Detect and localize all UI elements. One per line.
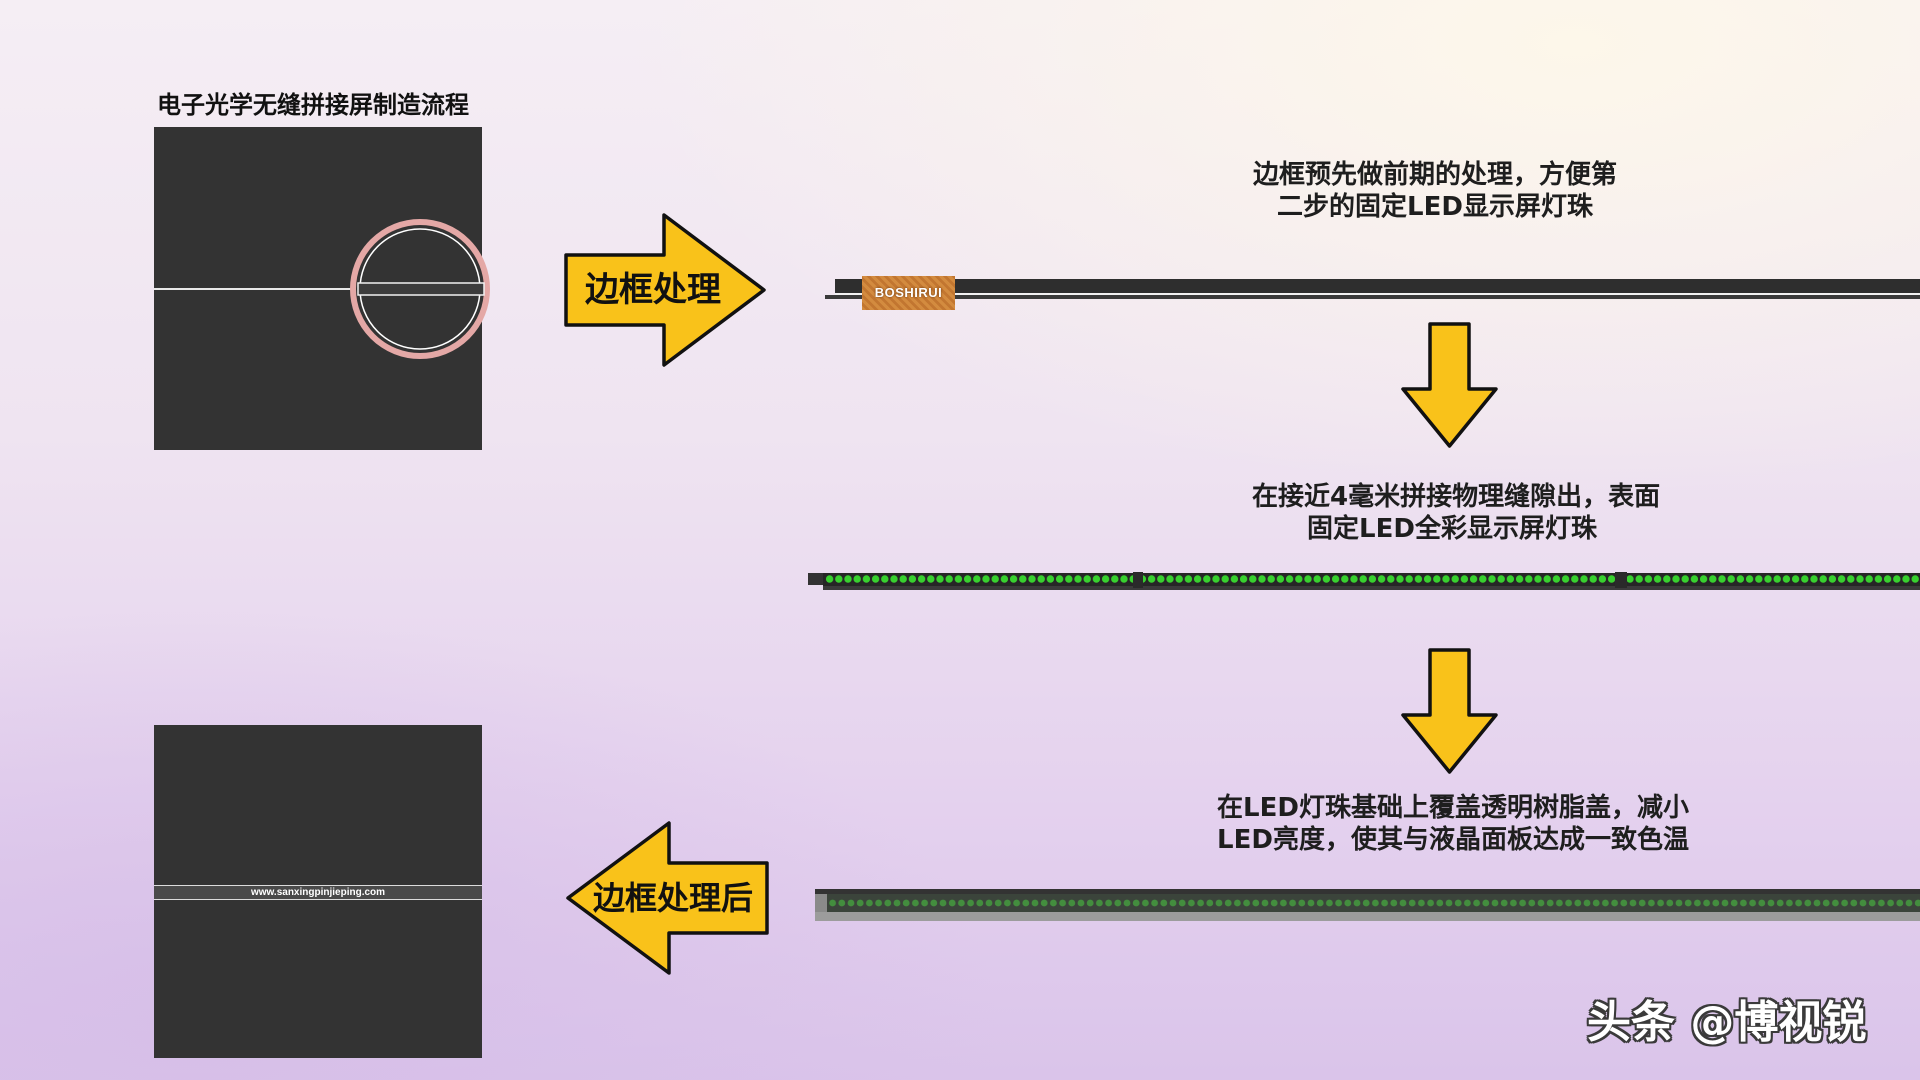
arrow-down-2-icon bbox=[1401, 648, 1498, 774]
led-beads bbox=[825, 572, 1920, 586]
arrow-down-2-shape bbox=[1401, 648, 1498, 774]
step-1-line-2: 二步的固定LED显示屏灯珠 bbox=[1277, 192, 1593, 222]
step-3-line-1: 在LED灯珠基础上覆盖透明树脂盖，减小 bbox=[1217, 793, 1689, 823]
process-arrow-left: 边框处理后 bbox=[565, 820, 771, 976]
covered-strip-top bbox=[815, 889, 1920, 894]
covered-led-beads bbox=[828, 894, 1920, 912]
arrow-right-icon bbox=[564, 213, 766, 367]
step-3-description: 在LED灯珠基础上覆盖透明树脂盖，减小 LED亮度，使其与液晶面板达成一致色温 bbox=[1203, 792, 1703, 856]
seam-panel-before bbox=[154, 127, 490, 450]
led-strip-bottom bbox=[823, 586, 1920, 590]
step-2-line-1: 在接近4毫米拼接物理缝隙出，表面 bbox=[1252, 482, 1661, 512]
resin-covered-strip bbox=[815, 889, 1920, 921]
covered-strip-bottom bbox=[815, 912, 1920, 921]
arrow-down-1-shape bbox=[1401, 322, 1498, 448]
arrow-right-shape bbox=[564, 213, 766, 367]
arrow-left-label: 边框处理后 bbox=[592, 879, 753, 917]
resin-cover bbox=[815, 894, 1920, 912]
arrow-left-icon bbox=[566, 821, 769, 975]
arrow-down-1-icon bbox=[1401, 322, 1498, 448]
led-strip-end-cap bbox=[808, 573, 823, 585]
step-2-line-2: 固定LED全彩显示屏灯珠 bbox=[1307, 514, 1597, 544]
seam-band-text: www.sanxingpinjieping.com bbox=[154, 885, 482, 900]
source-watermark: 头条 @博视锐 bbox=[1587, 997, 1867, 1048]
frame-bar-bottom bbox=[825, 295, 1920, 299]
frame-label-box: BOSHIRUI bbox=[862, 276, 955, 310]
led-strip-joint bbox=[1615, 572, 1627, 588]
seam-panel-after: www.sanxingpinjieping.com bbox=[154, 725, 482, 1058]
arrow-left-shape bbox=[566, 821, 769, 975]
step-3-line-2: LED亮度，使其与液晶面板达成一致色温 bbox=[1217, 825, 1689, 855]
step-1-line-1: 边框预先做前期的处理，方便第 bbox=[1252, 160, 1617, 190]
frame-bar-gap bbox=[835, 293, 1920, 295]
led-bead-strip bbox=[808, 572, 1920, 590]
led-strip-joint bbox=[1133, 572, 1143, 588]
process-arrow-right: 边框处理 bbox=[563, 212, 769, 368]
covered-strip-end-cap bbox=[815, 894, 827, 912]
arrow-right-label: 边框处理 bbox=[585, 270, 721, 310]
frame-bar-top bbox=[835, 279, 1920, 293]
step-2-description: 在接近4毫米拼接物理缝隙出，表面 固定LED全彩显示屏灯珠 bbox=[1252, 481, 1661, 545]
diagram-title: 电子光学无缝拼接屏制造流程 bbox=[157, 91, 469, 119]
step-1-description: 边框预先做前期的处理，方便第 二步的固定LED显示屏灯珠 bbox=[1235, 159, 1635, 223]
zoomed-seam bbox=[357, 282, 485, 296]
frame-strip bbox=[825, 279, 1920, 299]
